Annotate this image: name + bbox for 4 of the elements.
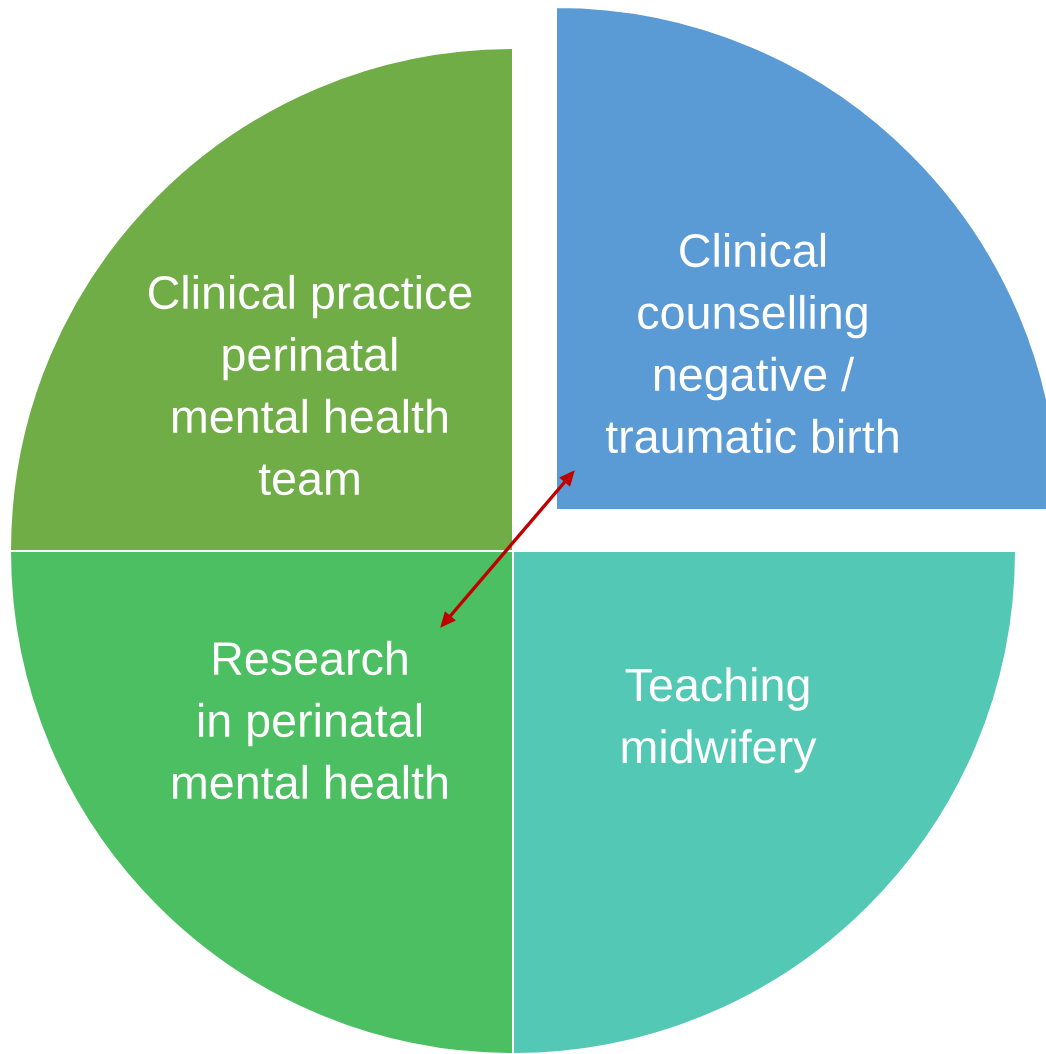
pie-sector: Clinical counselling negative / traumatic birth	[555, 6, 1046, 511]
pie-sector: Research in perinatal mental health	[9, 550, 514, 1054]
pie-sector: Teaching midwifery	[512, 550, 1017, 1054]
pie-sector: Clinical practice perinatal mental health team	[9, 47, 514, 552]
